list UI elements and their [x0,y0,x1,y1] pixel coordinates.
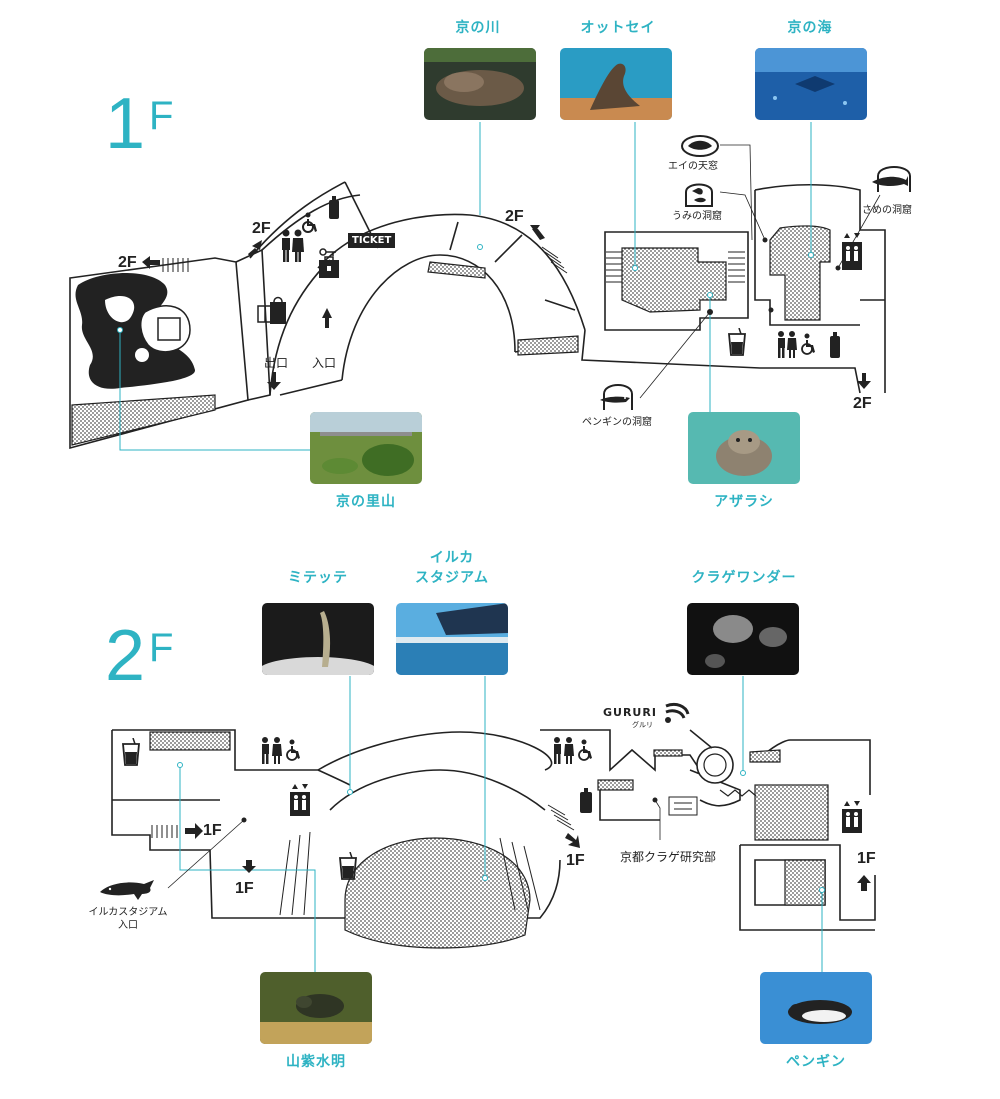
nav-arrows [142,225,871,891]
photo-penguin[interactable] [760,972,872,1044]
floor-2-leader-dots [177,762,825,893]
ray-window-icon [681,135,719,157]
elevator-icon-2f-right [842,801,862,833]
sea-cave-label: うみの洞窟 [672,211,722,222]
dolphin-icon [100,880,154,900]
penguin-cave-icon [600,384,633,410]
to-2f-label-bottom: 2F [853,395,872,412]
exhibit-label-dolphin-stadium: イルカ スタジアム [372,548,532,588]
entrance-label: 入口 [312,356,337,370]
photo-fur-seal[interactable] [560,48,672,120]
floor-1-label: 1 F [105,88,173,160]
photo-salamander[interactable] [260,972,372,1044]
photo-kyo-river[interactable] [424,48,536,120]
photo-satoyama[interactable] [310,412,422,484]
exhibit-label-satoyama: 京の里山 [336,494,396,510]
restroom-icon [282,229,304,262]
gururi-sub-label: グルリ [632,721,653,729]
satoyama-tank [75,272,196,389]
to-2f-label-right: 2F [505,208,524,225]
floor-2-tanks [149,731,829,949]
gururi-tank [689,729,757,797]
floor-1-leader-dots [117,244,814,333]
to-1f-label-mid: 1F [235,880,254,897]
photo-jellyfish[interactable] [687,603,799,675]
floor-1-suffix: F [149,94,174,138]
elevator-icon [842,233,862,270]
drink-icon-2f-left [122,738,140,766]
dolphin-entrance-label: イルカスタジアム 入口 [78,906,178,932]
locker-icon [319,248,339,278]
shark-cave-label: さめの洞窟 [862,205,912,216]
wheelchair-icon [302,212,317,233]
shark-cave-icon [872,166,911,192]
exhibit-label-jellyfish: クラゲワンダー [691,570,797,586]
dolphin-entrance-line2: 入口 [118,920,138,931]
to-1f-label-far-right: 1F [857,850,876,867]
floor-1-stairs [162,246,745,283]
exit-label: 出口 [264,356,289,370]
photo-dolphin-stadium[interactable] [396,603,508,675]
exhibit-label-kyo-river: 京の川 [455,20,501,36]
ticket-counter: TICKET [348,233,396,248]
penguin-cave-label: ペンギンの洞窟 [582,417,652,428]
floor-2-label: 2 F [105,620,173,692]
exhibit-label-kyo-sea: 京の海 [787,20,833,36]
exhibit-label-seal: アザラシ [714,494,774,510]
floor-2-stairs [151,804,575,916]
sea-cave-icon [685,183,713,207]
exhibit-label-penguin: ペンギン [786,1054,846,1070]
restroom-icon-2f-right [554,737,592,764]
photo-mitette[interactable] [262,603,374,675]
nursing-icon-2f [580,788,592,813]
floor-2-suffix: F [149,626,174,670]
jelly-lab-label: 京都クラゲ研究部 [620,850,717,864]
drink-icon-2f-mid [339,852,357,880]
floor-1-pointer-dots [707,237,841,315]
floor-1-number: 1 [105,84,146,164]
to-2f-label-mid: 2F [252,220,271,237]
restroom-icon-2f-left [262,737,300,764]
floor-1-tanks [71,225,831,446]
floor-2-number: 2 [105,616,146,696]
exhibit-label-mitette: ミテッテ [288,570,348,586]
restroom-icon-right [778,331,840,358]
dolphin-label-line1: イルカ [429,550,475,566]
gururi-label: GURURI [603,706,657,719]
gururi-icon [665,702,690,723]
photo-kyo-sea[interactable] [755,48,867,120]
dolphin-entrance-line1: イルカスタジアム [88,907,168,918]
floor-2-pointers [167,799,661,889]
shop-icon [257,296,286,324]
ray-window-label: エイの天窓 [668,161,718,172]
photo-seal[interactable] [688,412,800,484]
to-1f-label-right: 1F [566,852,585,869]
floor-2-plan [111,729,876,931]
dolphin-label-line2: スタジアム [414,570,490,586]
to-1f-label-left: 1F [203,822,222,839]
exhibit-label-fur-seal: オットセイ [580,20,656,36]
drink-icon [728,328,746,356]
jelly-lab-icon [668,796,698,816]
elevator-icon-2f-left [290,784,310,816]
nursing-icon [329,196,339,219]
exhibit-label-salamander: 山紫水明 [286,1054,346,1070]
to-2f-label-left: 2F [118,254,137,271]
